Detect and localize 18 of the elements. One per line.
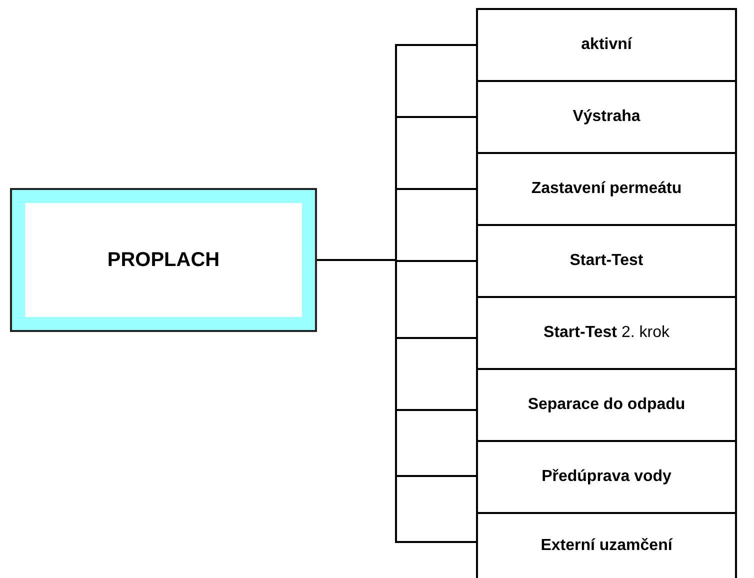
status-box [476, 296, 737, 368]
status-box [476, 80, 737, 152]
status-box [476, 512, 737, 578]
box-label: Externí uzamčení [540, 536, 672, 556]
box-label: Předúprava vody [542, 467, 672, 487]
status-box [476, 368, 737, 440]
status-box [476, 152, 737, 224]
box-label: aktivní [581, 35, 632, 55]
status-box [476, 8, 737, 80]
status-box [476, 224, 737, 296]
box-label: Start-Test 2. krok [544, 323, 670, 343]
process-box [10, 188, 317, 332]
box-label: Separace do odpadu [528, 395, 686, 415]
box-label: PROPLACH [107, 248, 220, 273]
box-label: Výstraha [572, 107, 640, 127]
box-label: Start-Test [570, 251, 644, 271]
status-box [476, 440, 737, 512]
box-label: Zastavení permeátu [531, 179, 682, 199]
